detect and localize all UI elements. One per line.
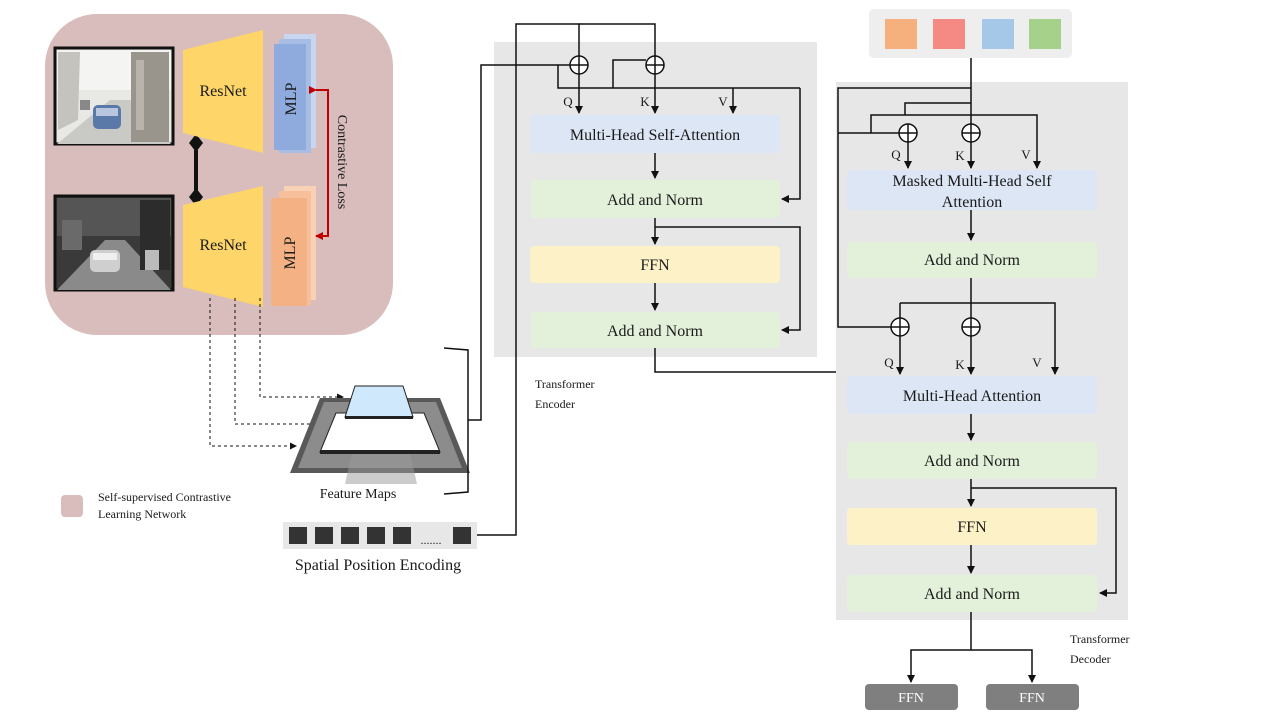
- decoder-add-norm-3-label: Add and Norm: [924, 586, 1021, 603]
- encoder-add-norm-2-label: Add and Norm: [607, 323, 704, 340]
- feature-map-links: [209, 298, 344, 450]
- decoder-wiring: [837, 58, 1117, 683]
- contrastive-learning-panel: ResNet ResNet MLP MLP Contrastive Loss: [45, 14, 393, 335]
- encoder-ffn-label: FFN: [640, 257, 670, 274]
- spatial-encoding-caption: Spatial Position Encoding: [295, 557, 461, 574]
- feature-maps-caption: Feature Maps: [320, 487, 397, 502]
- decoder-v2-label: V: [1032, 355, 1042, 370]
- resnet-bottom: [183, 186, 263, 307]
- resnet-bottom-label: ResNet: [199, 237, 247, 254]
- encoder-v-label: V: [718, 94, 728, 109]
- decoder-masked-label-line1: Masked Multi-Head Self: [892, 173, 1052, 190]
- encoder-k-label: K: [640, 94, 650, 109]
- decoder-q2-label: Q: [884, 355, 894, 370]
- feature-maps-brace: [443, 347, 469, 495]
- decoder-ffn-label: FFN: [957, 519, 987, 536]
- encoding-ellipsis: .......: [421, 533, 442, 547]
- decoder-caption-line2: Decoder: [1070, 652, 1111, 666]
- decoder-v1-label: V: [1021, 147, 1031, 162]
- mlp-top: MLP: [274, 34, 316, 153]
- contrastive-loss-arrow: [309, 86, 329, 240]
- encoder-caption-line1: Transformer: [535, 377, 595, 391]
- encoder-add-norm-1-label: Add and Norm: [607, 192, 704, 209]
- decoder-q1-label: Q: [891, 147, 901, 162]
- encoder-mhsa-label: Multi-Head Self-Attention: [570, 127, 740, 144]
- feature-maps: [290, 385, 470, 484]
- decoder-sum-nodes: [890, 123, 981, 337]
- thermal-image: [53, 194, 175, 292]
- query-swatch-3: [982, 19, 1014, 49]
- decoder-k1-label: K: [955, 148, 965, 163]
- mlp-bottom: MLP: [271, 186, 316, 306]
- query-swatch-4: [1029, 19, 1061, 49]
- encoder-caption-line2: Encoder: [535, 397, 575, 411]
- mlp-bottom-label: MLP: [282, 236, 299, 269]
- mlp-top-label: MLP: [283, 82, 300, 115]
- decoder-add-norm-1-label: Add and Norm: [924, 252, 1021, 269]
- spatial-position-encoding: [283, 522, 477, 549]
- shared-weights-arrow: [189, 134, 203, 206]
- resnet-top: [183, 30, 263, 153]
- encoder-q-label: Q: [563, 94, 573, 109]
- query-swatch-2: [933, 19, 965, 49]
- rgb-image: [53, 46, 175, 146]
- encoder-boxes: [530, 115, 780, 348]
- query-swatch-1: [885, 19, 917, 49]
- decoder-masked-label-line2: Attention: [942, 194, 1002, 211]
- output-ffn-left: [865, 684, 958, 710]
- decoder-mha-label: Multi-Head Attention: [903, 388, 1041, 405]
- legend-label-line2: Learning Network: [98, 507, 186, 521]
- legend-label-line1: Self-supervised Contrastive: [98, 490, 231, 504]
- object-queries: [869, 9, 1072, 58]
- resnet-top-label: ResNet: [199, 83, 247, 100]
- output-ffn-right: [986, 684, 1079, 710]
- decoder-k2-label: K: [955, 357, 965, 372]
- decoder-add-norm-2-label: Add and Norm: [924, 453, 1021, 470]
- decoder-boxes: [847, 170, 1097, 612]
- decoder-caption-line1: Transformer: [1070, 632, 1130, 646]
- output-ffn-right-label: FFN: [1019, 691, 1045, 706]
- contrastive-loss-label: Contrastive Loss: [334, 115, 349, 210]
- output-ffn-left-label: FFN: [898, 691, 924, 706]
- legend-swatch: [61, 495, 83, 517]
